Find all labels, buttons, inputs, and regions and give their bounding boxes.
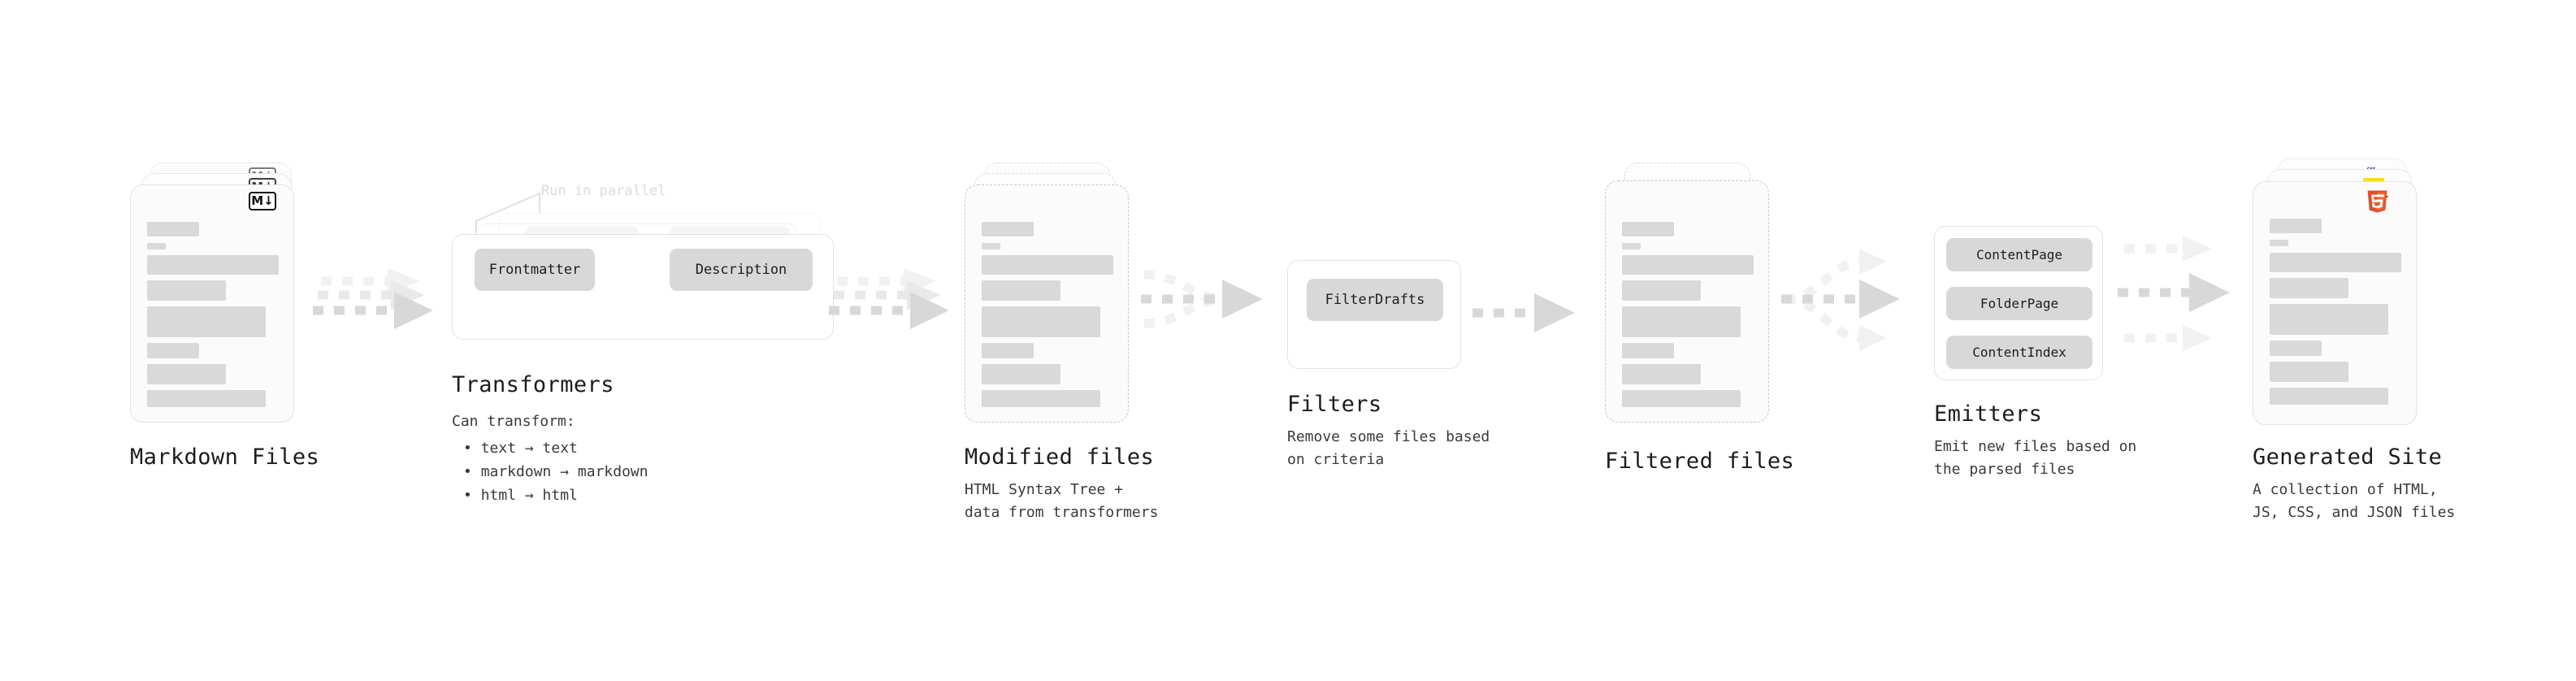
transform-list: text → text markdown → markdown html → h…: [452, 436, 834, 507]
skeleton-line: [982, 306, 1100, 337]
skeleton-line: [2270, 304, 2388, 335]
arrow-markdown-to-transformers: [313, 268, 433, 329]
list-item: markdown → markdown: [463, 460, 834, 484]
arrow-modified-to-filters-merge: [1141, 270, 1263, 328]
arrow-emitters-to-site: [2118, 236, 2230, 351]
stage-emitters: ContentPage FolderPage ContentIndex Emit…: [1934, 226, 2136, 481]
markdown-badge: M↓: [249, 192, 276, 210]
skeleton-line: [2270, 278, 2348, 298]
skeleton-line: [147, 306, 266, 337]
filter-pill-filterdrafts[interactable]: FilterDrafts: [1307, 279, 1443, 321]
skeleton-line: [2270, 388, 2388, 405]
run-in-parallel-label: Run in parallel: [541, 183, 666, 199]
skeleton-line: [2270, 362, 2348, 382]
stage-markdown-files: M↓ M↓ M↓ Markdown Files: [130, 163, 319, 470]
skeleton-line: [147, 255, 279, 275]
transformers-group: Run in parallel Frontmatter Description: [452, 183, 834, 345]
stage-subtitle: A collection of HTML, JS, CSS, and JSON …: [2253, 481, 2456, 521]
skeleton-line: [982, 280, 1060, 301]
skeleton-line: [1622, 343, 1674, 358]
site-doc-stack: CSS: [2253, 158, 2427, 427]
skeleton-line: [147, 222, 199, 236]
arrow-filters-to-filtered: [1472, 293, 1575, 332]
skeleton-line: [982, 255, 1113, 275]
skeleton-line: [982, 364, 1060, 384]
stage-subtitle: Can transform:: [452, 413, 575, 430]
list-item: html → html: [463, 484, 834, 507]
filtered-doc-stack: [1605, 163, 1780, 423]
skeleton-line: [982, 243, 1000, 249]
skeleton-line: [1622, 222, 1674, 236]
skeleton-line: [982, 390, 1100, 407]
skeleton-line: [147, 390, 266, 407]
arrow-filtered-to-emitters-split: [1781, 249, 1900, 351]
stage-title: Modified files: [965, 445, 1155, 470]
skeleton-line: [147, 343, 199, 358]
emitter-pill-contentpage[interactable]: ContentPage: [1946, 238, 2092, 271]
stage-subtitle: Remove some files based on criteria: [1287, 428, 1490, 468]
stage-title: Filters: [1287, 392, 1382, 417]
markdown-doc-front: [130, 184, 294, 423]
skeleton-line: [982, 222, 1034, 236]
skeleton-line: [1622, 255, 1754, 275]
stage-title: Transformers: [452, 372, 614, 397]
markdown-doc-stack: M↓ M↓ M↓: [130, 163, 305, 423]
stage-transformers: Run in parallel Frontmatter Description: [452, 183, 834, 507]
stage-subtitle: Emit new files based on the parsed files: [1934, 438, 2137, 478]
emitter-pill-contentindex[interactable]: ContentIndex: [1946, 336, 2092, 369]
stage-title: Markdown Files: [130, 445, 320, 470]
modified-doc-stack: [965, 163, 1139, 423]
skeleton-line: [147, 364, 226, 384]
skeleton-line: [1622, 364, 1701, 384]
stage-modified-files: Modified files HTML Syntax Tree + data f…: [965, 163, 1158, 524]
stage-filters: FilterDrafts Filters Remove some files b…: [1287, 260, 1490, 471]
stage-filtered-files: Filtered files: [1605, 163, 1794, 474]
list-item: text → text: [463, 436, 834, 460]
skeleton-line: [2270, 340, 2322, 356]
skeleton-line: [2270, 253, 2401, 272]
stage-title: Emitters: [1934, 401, 2043, 427]
html5-badge: [2367, 190, 2388, 213]
skeleton-line: [1622, 306, 1741, 337]
skeleton-line: [982, 343, 1034, 358]
skeleton-line: [2270, 219, 2322, 233]
filters-card: FilterDrafts: [1287, 260, 1461, 369]
stage-subtitle: HTML Syntax Tree + data from transformer…: [965, 481, 1159, 521]
modified-doc-front: [965, 184, 1129, 423]
stage-title: Filtered files: [1605, 449, 1795, 474]
transformer-pill-frontmatter[interactable]: Frontmatter: [475, 249, 595, 291]
skeleton-line: [2270, 240, 2288, 246]
stage-title: Generated Site: [2253, 445, 2443, 470]
skeleton-line: [1622, 390, 1741, 407]
transformer-pill-description[interactable]: Description: [670, 249, 813, 291]
skeleton-line: [147, 243, 166, 249]
arrow-transformers-to-modified: [829, 268, 949, 329]
stage-generated-site: CSS Generated Site A collection of HTML,: [2253, 158, 2455, 524]
filtered-doc-front: [1605, 180, 1769, 423]
skeleton-line: [1622, 243, 1641, 249]
emitter-pill-folderpage[interactable]: FolderPage: [1946, 287, 2092, 320]
skeleton-line: [1622, 280, 1701, 301]
skeleton-line: [147, 280, 226, 301]
emitters-card: ContentPage FolderPage ContentIndex: [1934, 226, 2103, 380]
